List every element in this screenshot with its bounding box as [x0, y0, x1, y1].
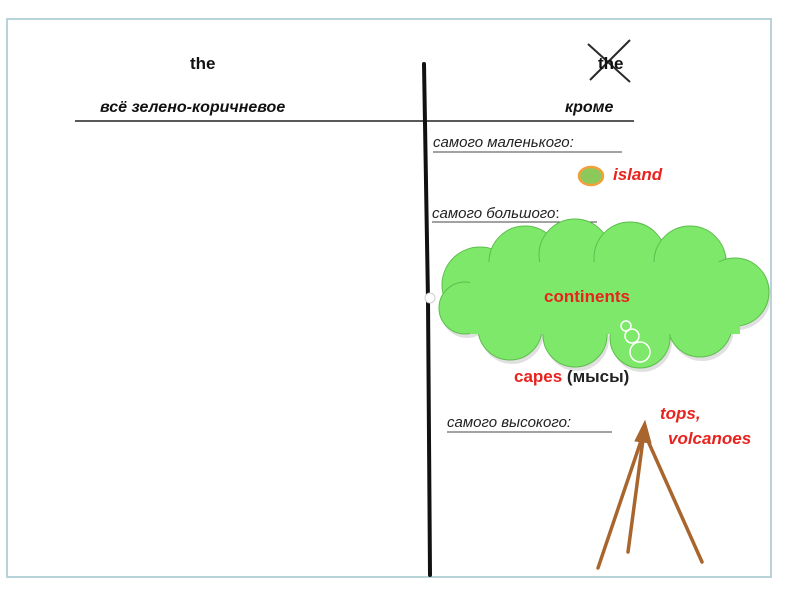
capes-line: capes (мысы) [514, 367, 629, 387]
left-article: the [190, 54, 216, 74]
biggest-label: самого большого [432, 205, 555, 222]
capes-label: capes [514, 367, 562, 386]
right-article: the [598, 54, 624, 74]
smallest-label: самого маленького: [433, 134, 574, 151]
table-column-divider [424, 64, 430, 575]
tops-label: tops, [660, 404, 701, 424]
island-label: island [613, 165, 662, 185]
continents-label: continents [544, 287, 630, 307]
island-icon [579, 167, 603, 185]
biggest-label-line: самого большого: [432, 205, 560, 222]
right-rule-text: кроме [565, 99, 613, 117]
highest-label: самого высокого: [447, 414, 571, 431]
left-rule-text: всё зелено-коричневое [100, 99, 285, 117]
capes-note: (мысы) [562, 367, 629, 386]
biggest-colon: : [555, 205, 559, 222]
volcanoes-label: volcanoes [668, 429, 751, 449]
